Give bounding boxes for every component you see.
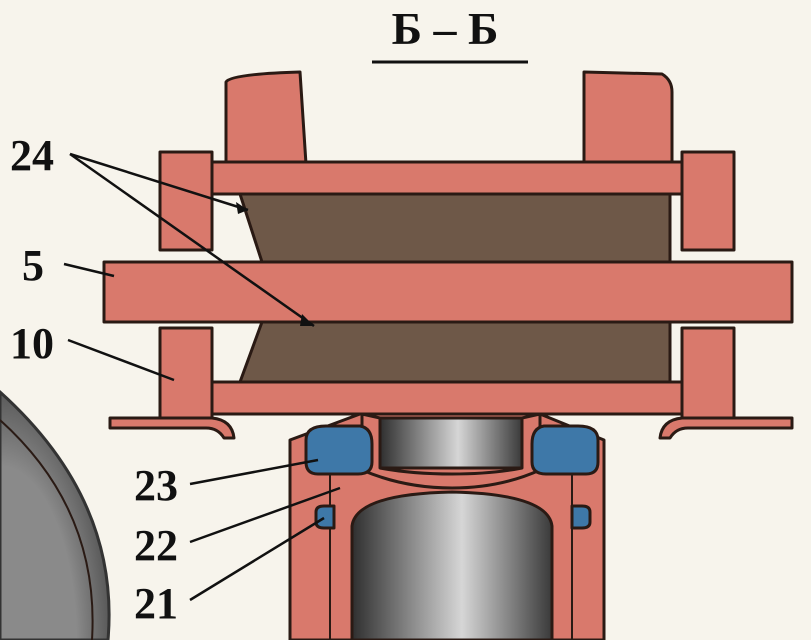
lower-rubber-core <box>238 320 672 384</box>
leader-24-lower <box>69 152 315 328</box>
lower-bushing <box>350 490 554 640</box>
wheel-rim-line <box>0 419 94 640</box>
leader-5 <box>63 262 115 278</box>
section-title: Б – Б <box>392 3 499 54</box>
right-lower-post <box>680 326 736 422</box>
upper-rubber-core <box>238 192 672 264</box>
left-top-plate <box>224 70 308 166</box>
bushing-collar <box>360 412 542 490</box>
shaft <box>102 260 794 324</box>
callout-5: 5 <box>22 241 44 290</box>
upper-plate <box>210 160 684 196</box>
callout-22: 22 <box>134 521 178 570</box>
lower-plate <box>210 380 684 416</box>
left-lower-post <box>158 326 214 422</box>
right-flange <box>658 416 794 440</box>
right-upper-seal <box>530 424 600 476</box>
arrow-24-lower <box>300 314 314 326</box>
left-lower-seal <box>314 504 336 530</box>
callout-21: 21 <box>134 579 178 628</box>
left-flange <box>108 416 236 440</box>
leader-10 <box>67 338 175 382</box>
wheel-fragment <box>0 389 111 640</box>
callout-24: 24 <box>10 131 54 180</box>
upper-bushing <box>378 416 524 470</box>
arrow-24-upper <box>236 202 248 214</box>
leader-21 <box>189 516 325 602</box>
leader-23 <box>189 458 319 486</box>
callout-23: 23 <box>134 461 178 510</box>
callout-10: 10 <box>10 319 54 368</box>
right-lower-seal <box>570 504 592 530</box>
leader-24-upper <box>69 152 249 212</box>
left-upper-post <box>158 150 214 252</box>
left-upper-seal <box>304 424 374 476</box>
leader-22 <box>189 486 341 544</box>
right-upper-post <box>680 150 736 252</box>
right-top-plate <box>582 70 674 166</box>
